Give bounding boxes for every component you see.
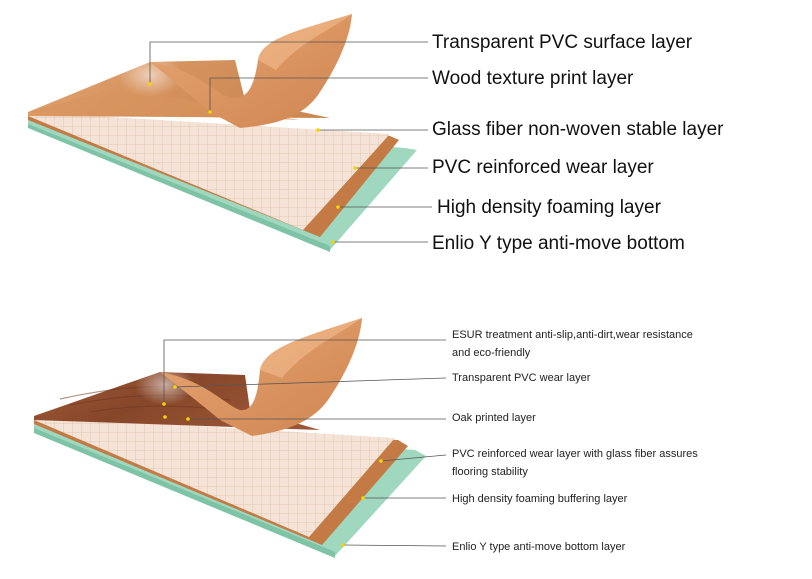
top-leader-bottom-dot: [331, 240, 335, 244]
label-pvc-reinforced-wear-layer: PVC reinforced wear layer: [432, 157, 654, 178]
top-flooring-diagram: [28, 14, 417, 252]
leader-lines: [148, 41, 447, 547]
label-anti-move-bottom-layer: Enlio Y type anti-move bottom layer: [452, 541, 626, 553]
bottom-leader-oak-dot: [186, 417, 190, 421]
label-glass-fiber-layer: Glass fiber non-woven stable layer: [432, 119, 724, 140]
label-anti-move-bottom: Enlio Y type anti-move bottom: [432, 233, 685, 254]
label-transparent-pvc-surface-layer: Transparent PVC surface layer: [432, 32, 693, 53]
bottom-leader-wear-dot: [379, 459, 383, 463]
bottom-leader-foam-dot: [361, 496, 365, 500]
label-wood-texture-print-layer: Wood texture print layer: [432, 68, 634, 89]
bottom-leader-esur-dot: [162, 402, 166, 406]
bottom-leader-bottom-dot: [341, 543, 345, 547]
bottom-leader-bottom: [342, 544, 447, 547]
bottom-leader-esur: [163, 339, 446, 404]
label-high-density-foaming-buffering-layer: High density foaming buffering layer: [452, 493, 628, 505]
top-leader-surface-dot: [148, 82, 152, 86]
bottom-green-bottom-edge: [34, 428, 335, 558]
label-transparent-pvc-wear-layer: Transparent PVC wear layer: [452, 372, 591, 384]
bottom-leader-wear: [380, 454, 447, 462]
top-leader-surface: [149, 41, 428, 84]
top-leader-wood: [209, 77, 428, 112]
top-leader-wood-dot: [208, 110, 212, 114]
bottom-leader-pvc: [174, 377, 447, 388]
label-esur-treatment: ESUR treatment anti-slip,anti-dirt,wear …: [452, 329, 693, 359]
bottom-glass-fiber-layer: [34, 416, 395, 537]
label-high-density-foaming-layer: High density foaming layer: [437, 197, 661, 218]
label-oak-printed-layer: Oak printed layer: [452, 412, 536, 424]
top-green-bottom-edge: [28, 124, 330, 252]
top-glass-fiber-layer: [28, 112, 390, 230]
top-leader-glass-dot: [316, 128, 320, 132]
bottom-leader-pvc-dot: [173, 385, 177, 389]
top-leader-foam-dot: [336, 205, 340, 209]
top-leader-wear-dot: [353, 166, 357, 170]
bottom-flooring-diagram: [34, 318, 426, 558]
bottom-oak-extra-dot: [163, 415, 167, 419]
label-pvc-reinforced-wear-glass-fiber: PVC reinforced wear layer with glass fib…: [452, 448, 698, 478]
